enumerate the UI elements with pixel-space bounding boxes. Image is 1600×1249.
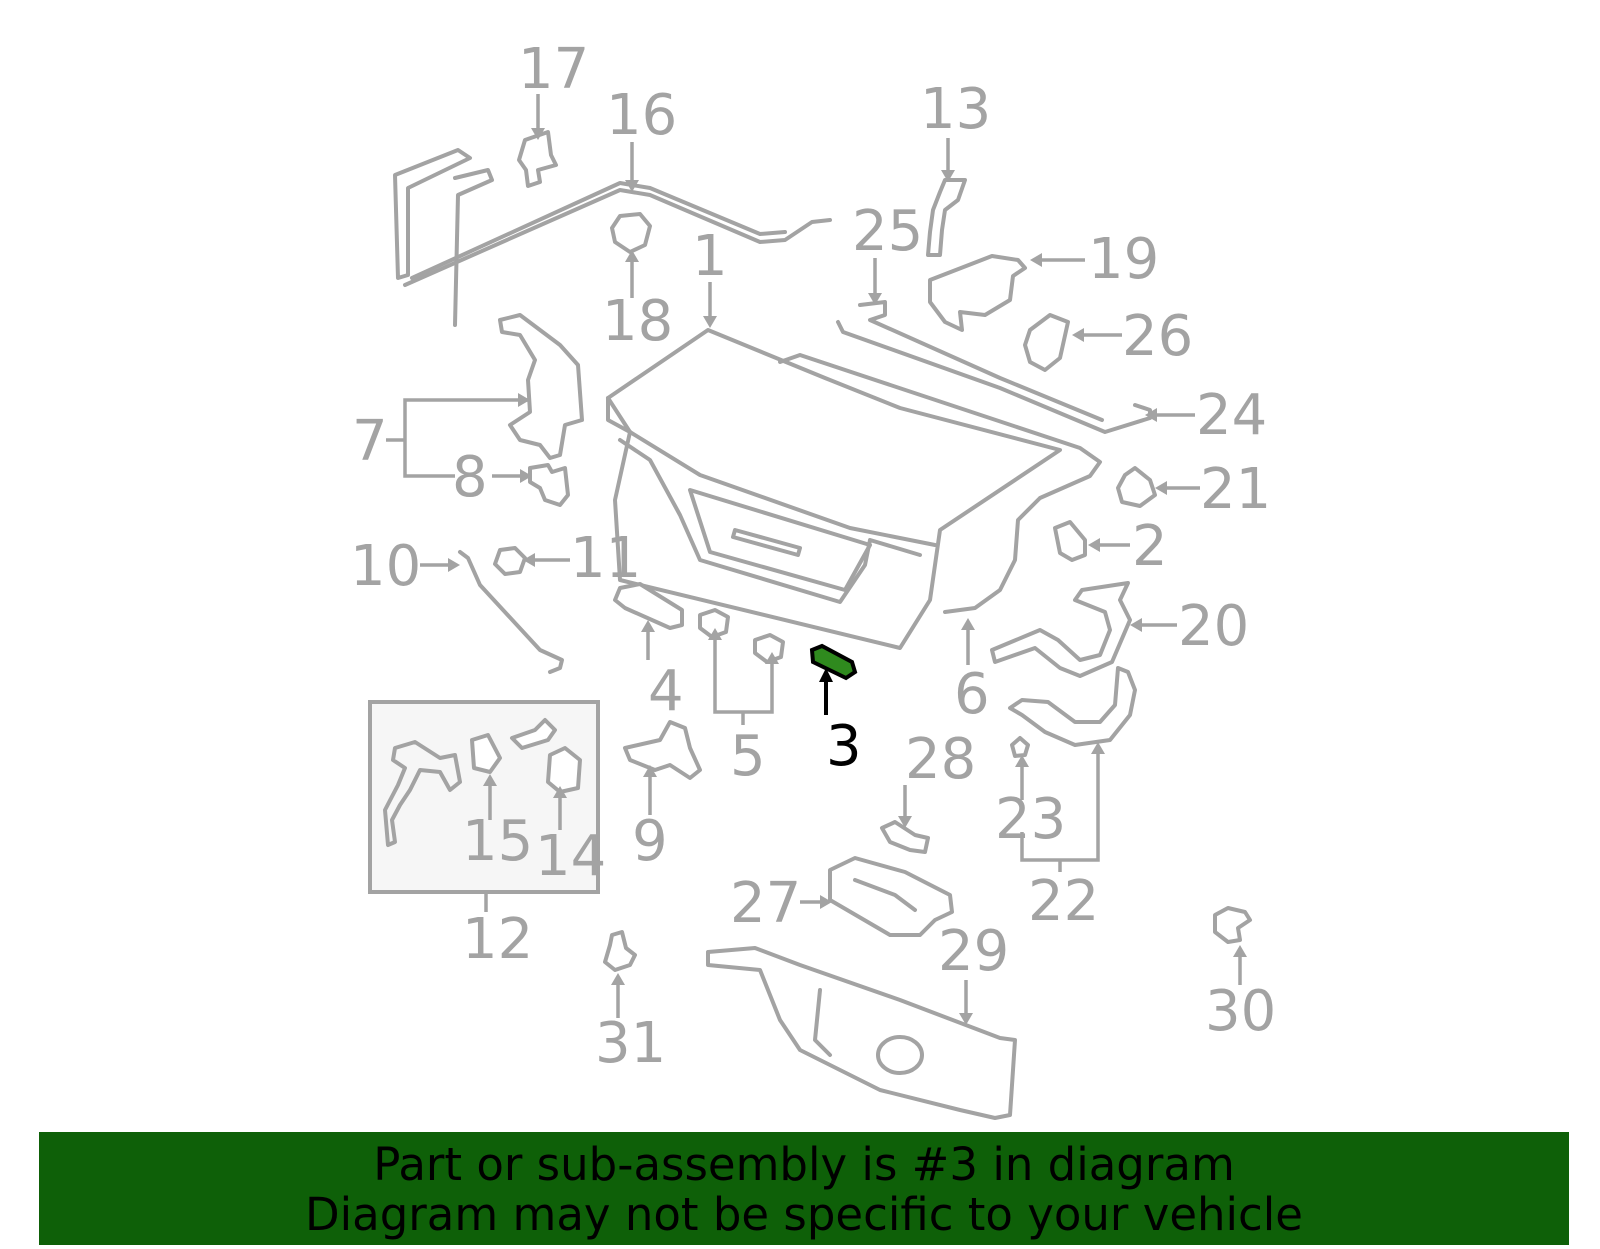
callout-21: 21 <box>1200 457 1271 522</box>
part-19-connector[interactable] <box>928 254 1027 332</box>
part-1-trunk-lid[interactable] <box>606 328 1102 650</box>
callout-2: 2 <box>1132 514 1168 579</box>
part-12-lock-assembly[interactable] <box>383 740 462 847</box>
callout-22: 22 <box>1028 869 1099 934</box>
part-31-clip[interactable] <box>603 930 637 972</box>
callout-14: 14 <box>535 824 606 889</box>
part-28-socket[interactable] <box>880 820 930 854</box>
callout-labels: 17 16 13 1 25 19 18 26 24 7 8 21 2 10 11… <box>350 37 1276 1076</box>
callout-28: 28 <box>905 727 976 792</box>
callout-26: 26 <box>1122 304 1193 369</box>
part-9-bracket[interactable] <box>623 720 702 780</box>
part-8-bracket[interactable] <box>528 463 570 507</box>
callout-6: 6 <box>954 662 990 727</box>
part-11-grommet[interactable] <box>493 546 527 576</box>
part-4-garnish[interactable] <box>613 582 684 630</box>
part-bolt[interactable] <box>510 718 557 750</box>
part-7-hinge[interactable] <box>498 313 584 460</box>
callout-17: 17 <box>518 37 589 102</box>
part-3-highlighted[interactable] <box>809 643 858 681</box>
part-30-clip[interactable] <box>1213 906 1252 944</box>
part-13-bulb[interactable] <box>926 178 967 257</box>
callout-18: 18 <box>602 289 673 354</box>
callout-12: 12 <box>462 907 533 972</box>
part-16-cable[interactable] <box>393 148 832 327</box>
callout-7: 7 <box>352 409 388 474</box>
callout-15: 15 <box>462 809 533 874</box>
callout-4: 4 <box>648 659 684 724</box>
callout-10: 10 <box>350 534 421 599</box>
part-25-rod[interactable] <box>836 300 1152 434</box>
callout-16: 16 <box>606 83 677 148</box>
callout-11: 11 <box>570 526 641 591</box>
callout-3-highlighted: 3 <box>826 714 862 779</box>
callout-1: 1 <box>692 224 728 289</box>
part-14-clip[interactable] <box>546 746 582 794</box>
part-18-clip[interactable] <box>610 212 652 254</box>
callout-25: 25 <box>852 199 923 264</box>
part-20-trim[interactable] <box>990 581 1132 678</box>
callout-9: 9 <box>632 809 668 874</box>
part-27-lamp[interactable] <box>828 856 954 937</box>
callout-27: 27 <box>730 871 801 936</box>
callout-8: 8 <box>452 445 488 510</box>
callout-29: 29 <box>938 919 1009 984</box>
info-banner: Part or sub-assembly is #3 in diagram Di… <box>39 1132 1569 1245</box>
callout-23: 23 <box>995 787 1066 852</box>
part-10-stay[interactable] <box>458 550 564 674</box>
leader-lines <box>386 94 1247 1025</box>
part-21-clip[interactable] <box>1116 466 1157 508</box>
callout-20: 20 <box>1178 594 1249 659</box>
part-29-lining[interactable] <box>706 946 1017 1120</box>
part-26-cap[interactable] <box>1023 313 1070 372</box>
callout-5: 5 <box>730 724 766 789</box>
callout-30: 30 <box>1205 979 1276 1044</box>
callout-24: 24 <box>1196 383 1267 448</box>
part-17-clip[interactable] <box>517 130 558 188</box>
callout-13: 13 <box>920 77 991 142</box>
banner-line-2: Diagram may not be specific to your vehi… <box>305 1188 1303 1241</box>
part-23-clip[interactable] <box>1010 736 1030 758</box>
part-5-cushion-a[interactable] <box>698 608 730 639</box>
callout-31: 31 <box>595 1011 666 1076</box>
part-5-cushion-b[interactable] <box>753 633 785 664</box>
callout-19: 19 <box>1088 227 1159 292</box>
part-2-bumper[interactable] <box>1053 520 1087 562</box>
part-22-trim[interactable] <box>1008 666 1137 747</box>
banner-line-1: Part or sub-assembly is #3 in diagram <box>373 1138 1235 1191</box>
part-15-clip[interactable] <box>470 733 502 774</box>
